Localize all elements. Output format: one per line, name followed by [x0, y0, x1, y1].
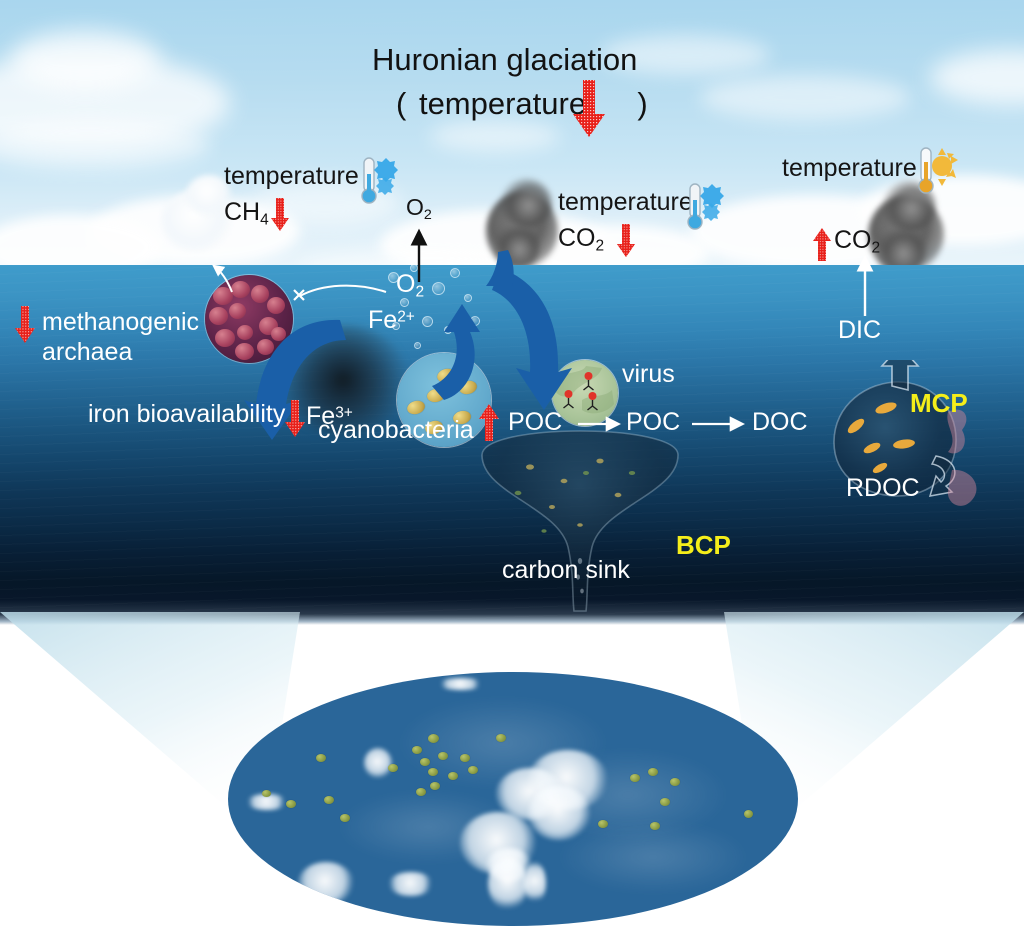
cloud-shape	[10, 30, 160, 90]
subtitle-close-paren: )	[637, 86, 648, 121]
carbon-sink-label: carbon sink	[502, 556, 630, 584]
o2-outgas-text: O	[406, 194, 424, 220]
red-down-arrow-icon	[572, 80, 606, 138]
ocean-o2-text: O	[396, 270, 416, 298]
temperature-label-right: temperature	[782, 154, 917, 182]
figure-title: Huronian glaciation	[372, 42, 638, 77]
co2-down-label: CO2	[558, 226, 604, 254]
microbial-carbon-pump-blob	[812, 360, 1002, 520]
co2-up-text: CO	[834, 226, 872, 254]
thermometer-cold-icon	[352, 156, 398, 206]
ferric-text: Fe	[306, 402, 336, 430]
thermometer-warm-sun-icon	[912, 146, 960, 198]
co2-down-text: CO	[558, 224, 596, 252]
ice-mass	[488, 858, 528, 910]
co2-down-subscript: 2	[595, 237, 605, 255]
cyanobacteria-label: cyanobacteria	[318, 416, 474, 444]
sky-background	[0, 0, 1024, 265]
smoke-plume	[500, 178, 552, 228]
methanogenic-archaea-label-line1: methanogenic	[42, 308, 200, 336]
biological-carbon-pump-funnel	[460, 415, 700, 615]
o2-outgas-subscript: 2	[423, 206, 432, 223]
mcp-label: MCP	[910, 388, 968, 418]
thermometer-cold-icon	[678, 182, 724, 232]
ice-mass	[524, 862, 546, 904]
bcp-label: BCP	[676, 530, 731, 560]
figure-subtitle: ( temperature )	[396, 88, 648, 119]
zoom-cone	[0, 612, 1024, 937]
methanogenic-archaea-micrograph	[205, 275, 293, 363]
red-down-arrow-icon	[284, 400, 306, 438]
o2-outgas-label: O2	[406, 194, 432, 223]
ferrous-superscript: 2+	[397, 308, 415, 326]
cloud-shape	[600, 35, 770, 75]
ferrous-text: Fe	[368, 306, 398, 334]
ice-mass	[246, 794, 288, 810]
glaciated-earth-ellipse-inset	[228, 672, 798, 926]
ice-mass	[298, 862, 354, 904]
ferrous-label: Fe2+	[368, 308, 415, 333]
ice-mass	[388, 872, 434, 896]
ocean-o2-label: O2	[396, 272, 424, 300]
ice-mass	[364, 748, 392, 778]
cloud-shape	[430, 120, 560, 152]
subtitle-text: temperature	[418, 86, 587, 121]
cloud-shape	[0, 120, 210, 170]
co2-up-label: CO2	[834, 228, 880, 256]
ch4-label: CH4	[224, 200, 269, 228]
temperature-label-middle: temperature	[558, 188, 693, 216]
subtitle-open-paren: (	[396, 86, 407, 121]
poc-label-2: POC	[626, 408, 681, 436]
virus-label: virus	[622, 360, 675, 388]
cloud-shape	[700, 75, 910, 120]
co2-up-subscript: 2	[871, 239, 881, 257]
smoke-plume	[494, 225, 540, 265]
ferric-label: Fe3+	[306, 404, 353, 429]
ferric-superscript: 3+	[335, 404, 353, 422]
methanogenic-archaea-label-line2: archaea	[42, 337, 133, 366]
ice-mass	[438, 678, 484, 690]
ice-mass	[528, 786, 590, 840]
ice-cloud-puff	[186, 175, 232, 215]
doc-label: DOC	[752, 408, 808, 436]
red-down-arrow-icon	[616, 224, 636, 258]
red-up-arrow-icon	[812, 228, 832, 262]
methanogenic-archaea-label: methanogenic archaea	[42, 308, 199, 367]
red-down-arrow-icon	[14, 306, 36, 344]
iron-bioavailability-label: iron bioavailability	[88, 400, 286, 428]
dic-label: DIC	[838, 316, 882, 344]
red-up-arrow-icon	[478, 404, 500, 442]
rdoc-label: RDOC	[846, 474, 920, 502]
cloud-shape	[250, 180, 400, 225]
ch4-subscript: 4	[260, 211, 269, 229]
smoke-plume	[876, 228, 926, 265]
red-down-arrow-icon	[270, 198, 290, 232]
poc-label-1: POC	[508, 408, 563, 436]
ch4-text: CH	[224, 198, 261, 226]
ocean-o2-subscript: 2	[415, 283, 425, 301]
temperature-label-left: temperature	[224, 162, 359, 190]
